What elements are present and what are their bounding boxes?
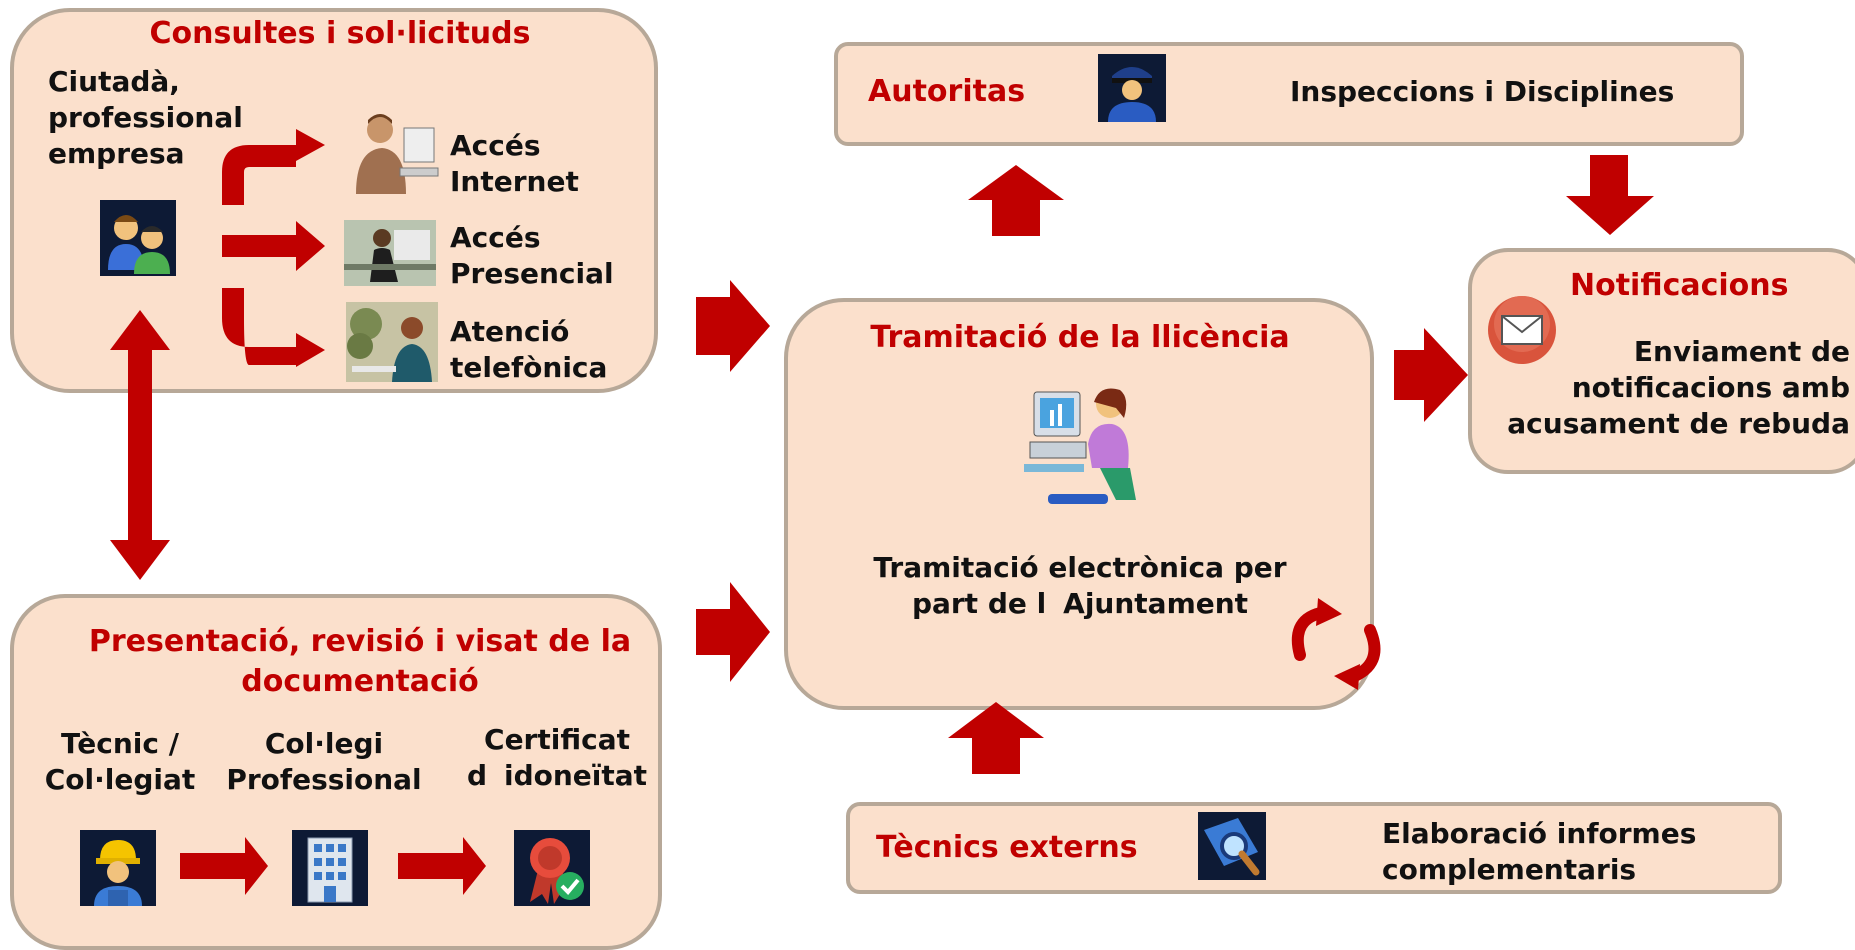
worker-icon: [80, 830, 156, 906]
magnifier-icon: [1198, 812, 1266, 880]
arrow-to-presencial: [222, 221, 325, 271]
autoritas-title: Autoritas: [868, 74, 1026, 109]
arrow-step-1: [180, 837, 268, 895]
step-label-collegi: Col·legi Professional: [226, 727, 422, 796]
phone-operator-icon: [346, 302, 438, 382]
tramitacio-text: Tramitació electrònica per part de lAju…: [873, 551, 1287, 620]
mail-icon: [1488, 296, 1556, 364]
channel-label-presencial: Accés Presencial: [450, 221, 614, 290]
presentacio-title: Presentació, revisió i visat de la docum…: [88, 624, 632, 699]
computer-user-icon: [356, 114, 439, 194]
autoritas-text: Inspeccions i Disciplines: [1290, 75, 1675, 108]
arrow-tramitacio-to-notificacions: [1394, 328, 1468, 422]
step-label-tecnic: Tècnic / Col·legiat: [44, 727, 196, 796]
building-icon: [292, 830, 368, 906]
notificacions-text: Enviament de notificacions amb acusament…: [1507, 335, 1850, 440]
arrow-to-internet: [222, 129, 325, 205]
arrow-to-telefonica: [222, 288, 325, 367]
tecnics-box: [846, 802, 1782, 894]
tecnics-title: Tècnics externs: [876, 830, 1138, 865]
arrow-consultes-to-tramitacio: [696, 280, 770, 372]
tramitacio-title: Tramitació de la llicència: [870, 320, 1290, 355]
channel-label-telefonica: Atenció telefònica: [450, 315, 608, 384]
step-label-certificat: Certificat didoneïtat: [466, 723, 648, 792]
certificate-icon: [514, 830, 590, 906]
arrow-presentacio-to-tramitacio: [696, 582, 770, 682]
users-icon: [100, 200, 176, 276]
channel-label-internet: Accés Internet: [450, 129, 579, 198]
desk-clerk-icon: [344, 220, 436, 286]
notificacions-title: Notificacions: [1570, 268, 1789, 303]
tecnics-text: Elaboració informes complementaris: [1382, 817, 1697, 886]
consultes-title: Consultes i sol·licituds: [149, 16, 531, 51]
arrow-to-autoritas: [968, 165, 1064, 236]
office-worker-icon: [1024, 388, 1136, 504]
actor-label: Ciutadà, professional empresa: [48, 65, 243, 170]
arrow-from-tecnics: [948, 702, 1044, 774]
police-icon: [1098, 54, 1166, 122]
double-arrow-vertical: [110, 310, 170, 580]
autoritas-box: [834, 42, 1744, 146]
arrow-step-2: [398, 837, 486, 895]
arrow-to-notificacions-down: [1566, 155, 1654, 235]
